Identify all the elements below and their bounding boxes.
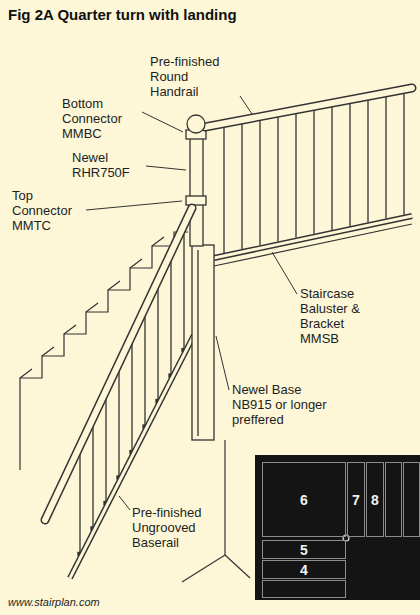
newel-base <box>192 245 214 440</box>
landing-baluster <box>313 109 314 233</box>
stair-baluster <box>170 256 171 377</box>
stair-baluster <box>92 421 93 529</box>
landing-baluster <box>331 106 332 230</box>
stair-baluster <box>131 338 132 452</box>
newel-post <box>190 138 203 246</box>
landing-fascia <box>214 224 412 266</box>
stair-handrail-fill <box>45 208 192 520</box>
plan-step-cell: 4 <box>262 560 346 579</box>
landing-baluster <box>349 103 350 226</box>
landing-baluster <box>385 96 386 219</box>
part-label: Pre-finished Round Handrail <box>150 54 236 99</box>
floor-line <box>225 555 250 578</box>
landing-baluster <box>403 93 404 215</box>
plan-step-cell: 6 <box>262 462 346 537</box>
leader-line <box>272 252 297 294</box>
wall-corner <box>224 440 225 555</box>
newel <box>186 130 214 440</box>
plan-steps <box>263 463 420 598</box>
landing-handrail-fill <box>205 88 412 127</box>
part-label: Newel Base NB915 or longer preffered <box>232 382 334 427</box>
plan-step <box>386 463 402 537</box>
part-label: Staircase Baluster & Bracket MMSB <box>300 286 378 346</box>
landing-baluster <box>295 113 296 238</box>
floor-line <box>182 555 225 582</box>
leader-line <box>86 201 182 210</box>
leader-lines <box>86 96 297 510</box>
step-number: 7 <box>352 492 360 508</box>
figure-title: Fig 2A Quarter turn with landing <box>8 6 237 23</box>
leader-line <box>119 496 130 510</box>
stair-baluster <box>183 228 184 351</box>
website-url: www.stairplan.com <box>8 595 100 610</box>
landing-baluster <box>223 126 224 252</box>
landing-baserail-fill <box>214 216 412 258</box>
plan-inset <box>255 455 420 600</box>
leader-line <box>142 112 183 132</box>
part-label: Newel RHR750F <box>72 150 144 180</box>
stair-side <box>19 400 20 470</box>
part-label: Pre-finished Ungrooved Baserail <box>132 505 212 550</box>
landing-baluster <box>277 116 278 241</box>
plan-step <box>263 581 346 598</box>
stair-handrail <box>45 208 192 520</box>
landing-baluster <box>367 99 368 222</box>
part-label: Top Connector MMTC <box>12 188 84 233</box>
plan-step <box>404 463 420 537</box>
step-number: 8 <box>371 492 379 508</box>
leader-line <box>240 96 252 114</box>
step-profile <box>20 232 188 400</box>
landing-baserail <box>214 216 412 258</box>
leader-line <box>146 166 186 170</box>
newel-base-shade <box>197 250 198 436</box>
stair-baluster <box>144 311 145 427</box>
landing-baluster <box>241 123 242 249</box>
landing-handrail <box>205 88 412 127</box>
leader-line <box>216 336 229 390</box>
plan-step-cell: 5 <box>262 540 346 559</box>
plan-step-cell: 8 <box>366 462 384 537</box>
step-number: 4 <box>300 562 308 578</box>
stair-baluster <box>157 283 158 401</box>
step-number: 6 <box>300 492 308 508</box>
landing-baluster <box>259 120 260 246</box>
plan-ground <box>255 455 420 600</box>
handrail-turn <box>187 115 205 133</box>
stair-baluster <box>105 394 106 504</box>
step-number: 5 <box>300 542 308 558</box>
plan-step-cell: 7 <box>347 462 365 537</box>
stair-baluster <box>79 449 80 555</box>
stair-baluster <box>118 366 119 478</box>
top-connector <box>186 196 206 205</box>
part-label: Bottom Connector MMBC <box>62 96 140 141</box>
